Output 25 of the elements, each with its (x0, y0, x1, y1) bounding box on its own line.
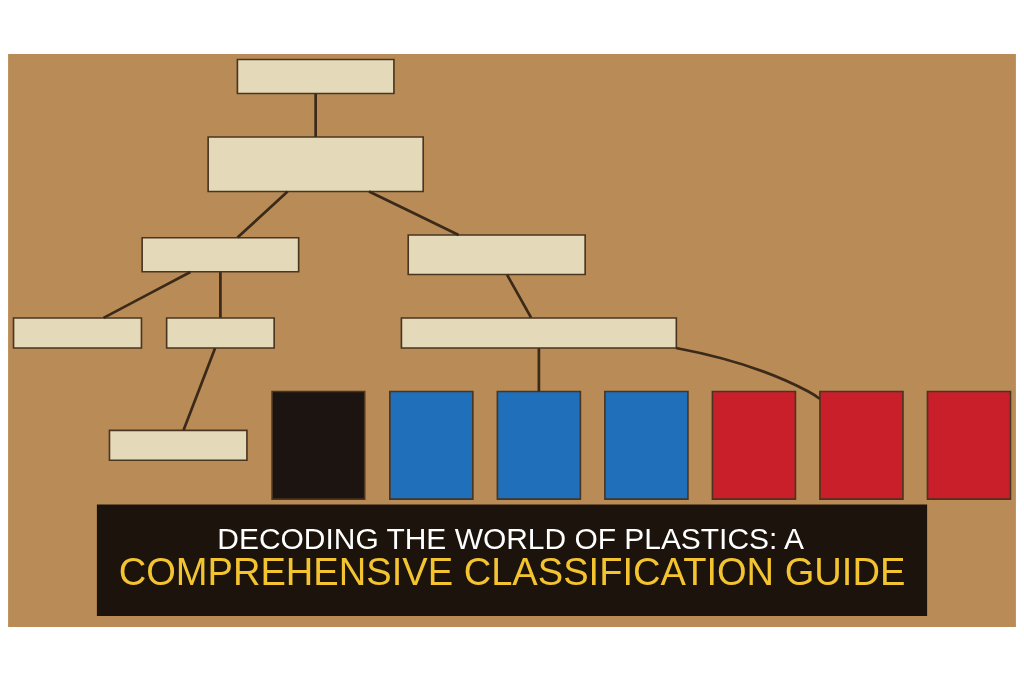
node-box (604, 390, 689, 500)
node-box (236, 58, 395, 94)
connector (236, 189, 289, 239)
node-box (108, 429, 248, 461)
connector (182, 347, 217, 431)
node-box (926, 390, 1012, 500)
node-box (389, 390, 474, 500)
connector (368, 189, 460, 236)
connector (505, 273, 533, 318)
node-box (400, 316, 678, 349)
node-box (271, 390, 366, 500)
node-box (165, 316, 275, 349)
node-box (819, 390, 904, 500)
connector (219, 271, 222, 318)
node-box (207, 135, 424, 192)
node-box (141, 236, 300, 273)
node-box (12, 316, 143, 349)
diagram-title: DECODING THE WORLD OF PLASTICS: A COMPREHENSIVE CLASSIFICATION GUIDE (118, 521, 906, 593)
connector (537, 347, 541, 391)
node-box (711, 390, 797, 500)
node-box (496, 390, 582, 500)
connector (314, 93, 318, 137)
node-box (407, 233, 586, 275)
connector (675, 346, 821, 400)
connector (102, 270, 192, 319)
